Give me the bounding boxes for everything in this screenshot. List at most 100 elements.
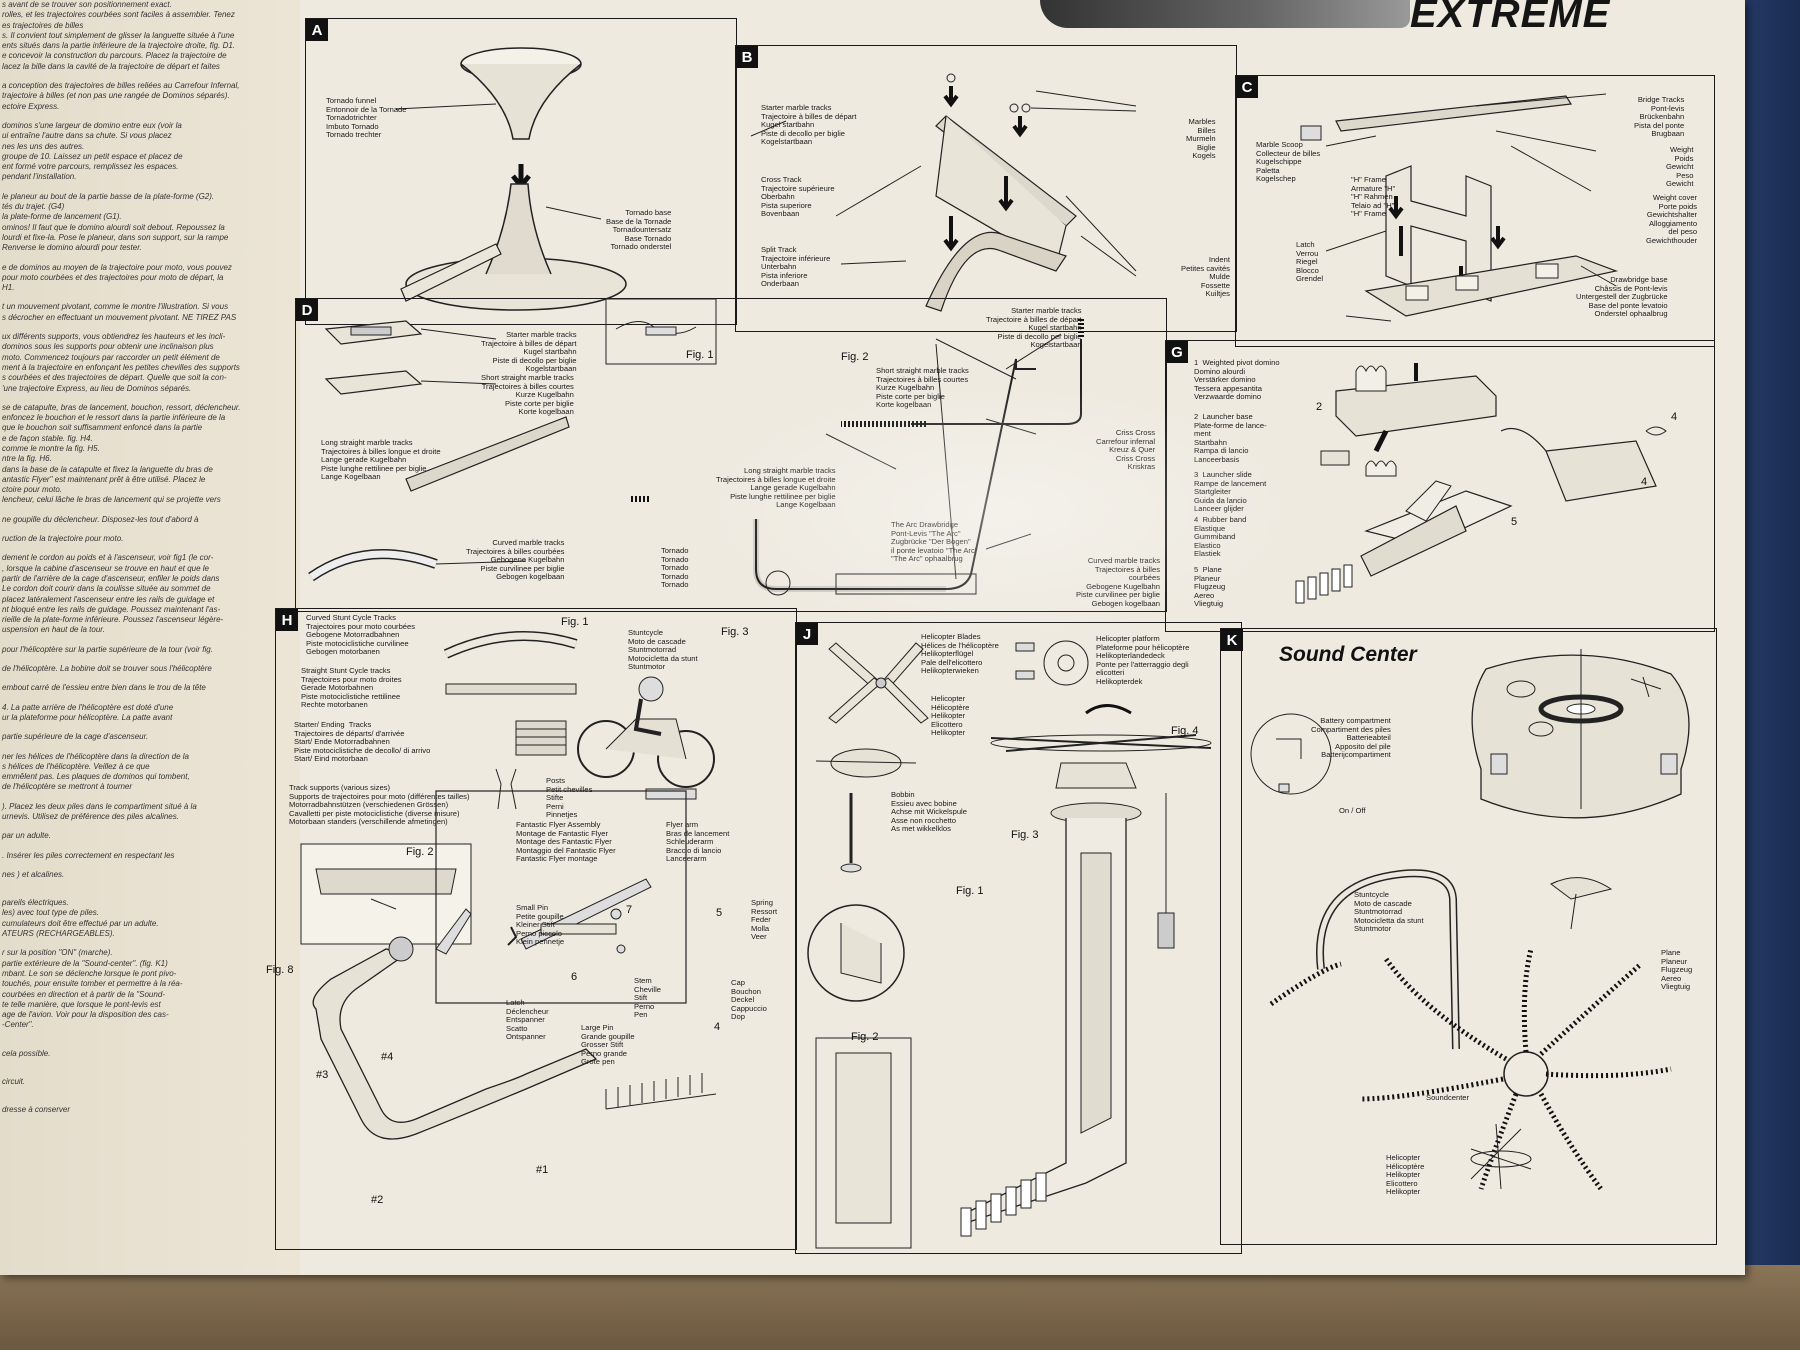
label-posts: Posts Petit chevilles Stifte Perni Pinne… bbox=[546, 776, 593, 820]
left-text-line: ent formé votre parcours, remplissez les… bbox=[2, 162, 179, 172]
left-text-line bbox=[2, 793, 294, 802]
label-tornado: Tornado Tornado Tornado Tornado Tornado bbox=[661, 546, 689, 590]
label-short-tracks-2: Short straight marble tracks Trajectoire… bbox=[876, 366, 969, 410]
label-criss-cross: Criss Cross Carrefour infernal Kreuz & Q… bbox=[1096, 428, 1156, 472]
callout-number: 5 bbox=[1511, 516, 1518, 528]
left-text-line: s. Il convient tout simplement de glisse… bbox=[2, 30, 235, 40]
left-text-line bbox=[2, 1031, 294, 1040]
drawbridge-drawing bbox=[1300, 93, 1619, 322]
left-text-line: ux différents supports, vous obtiendrez … bbox=[2, 332, 226, 342]
stunt-cycle-drawing bbox=[300, 631, 717, 1140]
left-text-line: ctoire pour moto. bbox=[2, 485, 63, 495]
launcher-drawing bbox=[1295, 363, 1667, 604]
callout-number: #3 bbox=[316, 1069, 329, 1081]
left-text-line: cumulateurs doit être effectué par un ad… bbox=[2, 918, 159, 928]
left-text-line: ). Placez les deux piles dans le compart… bbox=[2, 801, 197, 811]
tornado-drawing bbox=[395, 47, 627, 311]
label-weighted-domino: 1 Weighted pivot domino Domino alourdi V… bbox=[1194, 358, 1280, 402]
left-text-line: rolles, et les trajectoires courbées son… bbox=[2, 10, 235, 20]
left-text-line: dominos sous les supports pour obtenir u… bbox=[2, 342, 214, 352]
fig-label: Fig. 1 bbox=[686, 349, 714, 361]
panel-letter: B bbox=[736, 46, 758, 68]
fig-label: Fig. 2 bbox=[841, 351, 869, 363]
fig-label: Fig. 3 bbox=[1011, 829, 1039, 841]
left-text-line: tés du trajet. (G4) bbox=[2, 202, 65, 212]
callout-number: 5 bbox=[716, 907, 723, 919]
label-straight-stunt-tracks: Straight Stunt Cycle tracks Trajectoires… bbox=[301, 666, 402, 710]
callout-number: 2 bbox=[1316, 401, 1323, 413]
label-long-tracks-2: Long straight marble tracks Trajectoires… bbox=[716, 466, 836, 510]
left-text-line bbox=[2, 880, 294, 889]
sound-center-drawing bbox=[1250, 649, 1690, 1191]
label-launcher-base: 2 Launcher base Plate-forme de lance- me… bbox=[1194, 412, 1267, 464]
left-text-line: de l'hélicoptère. La bobine doit se trou… bbox=[2, 664, 212, 674]
left-text-line: par un adulte. bbox=[2, 831, 51, 841]
panel-d: D Fi bbox=[295, 298, 1167, 612]
background-box-right bbox=[1740, 0, 1800, 1350]
fig-label: Fig. 2 bbox=[851, 1031, 879, 1043]
left-text-line: ents situés dans la partie inférieure de… bbox=[2, 41, 236, 51]
label-stuntcycle: Stuntcycle Moto de cascade Stuntmotorrad… bbox=[1354, 890, 1424, 934]
instruction-sheet: s avant de se trouver son positionnement… bbox=[0, 0, 1745, 1275]
label-starter-ending-tracks: Starter/ Ending Tracks Trajectoires de d… bbox=[294, 720, 431, 764]
left-text-line: ruction de la trajectoire pour moto. bbox=[2, 534, 124, 544]
left-text-line: lourdi et fixe-la. Pose le planeur, dans… bbox=[2, 232, 229, 242]
label-helicopter-platform: Helicopter platform Plateforme pour héli… bbox=[1096, 634, 1190, 686]
left-text-line: s décrocher en effectuant un mouvement p… bbox=[2, 312, 237, 322]
label-marbles: Marbles Billes Murmeln Biglie Kogels bbox=[1186, 117, 1216, 161]
left-text-line: enfoncez le bouchon et le ressort dans l… bbox=[2, 413, 226, 423]
left-text-line: s courbées et des trajectoires de départ… bbox=[2, 373, 227, 383]
left-text-line: partie supérieure de la cage d'ascenseur… bbox=[2, 732, 149, 742]
label-short-tracks: Short straight marble tracks Trajectoire… bbox=[481, 373, 574, 417]
callout-number: #2 bbox=[371, 1194, 384, 1206]
left-text-line: Renverse le domino alourdi pour tester. bbox=[2, 243, 142, 253]
label-bobbin: Bobbin Essieu avec bobine Achse mit Wick… bbox=[891, 790, 967, 834]
label-arc-drawbridge: The Arc Drawbridge Pont-Levis "The Arc" … bbox=[891, 520, 978, 564]
label-plane: Plane Planeur Flugzeug Aereo Vliegtuig bbox=[1661, 948, 1693, 992]
label-stem: Stem Cheville Stift Perno Pen bbox=[634, 976, 662, 1020]
label-stuntcycle: Stuntcycle Moto de cascade Stuntmotorrad… bbox=[628, 628, 698, 672]
callout-number: #1 bbox=[536, 1164, 549, 1176]
left-text-line: ectoire Express. bbox=[2, 101, 60, 111]
left-text-line: e de façon stable. fig. H4. bbox=[2, 433, 93, 443]
left-text-line: nes ) et alcalines. bbox=[2, 869, 65, 879]
label-curved-tracks: Curved marble tracks Trajectoires à bill… bbox=[466, 538, 565, 582]
left-text-line: cela possible. bbox=[2, 1048, 51, 1058]
callout-number: 6 bbox=[571, 971, 578, 983]
left-text-line: placez latéralement l'ascenseur entre le… bbox=[2, 594, 215, 604]
callout-number: #4 bbox=[381, 1051, 394, 1063]
panel-letter: G bbox=[1166, 341, 1188, 363]
left-text-line: nes les uns des autres. bbox=[2, 141, 85, 151]
left-text-column: s avant de se trouver son positionnement… bbox=[0, 0, 300, 1275]
label-cap: Cap Bouchon Deckel Cappuccio Dop bbox=[731, 978, 767, 1022]
label-weight-cover: Weight cover Porte poids Gewichtshalter … bbox=[1646, 193, 1698, 245]
left-text-line: pour moto courbées et des trajectoires p… bbox=[2, 272, 224, 282]
callout-number: 4 bbox=[1641, 476, 1648, 488]
left-text-line bbox=[2, 394, 294, 403]
fig-label: Fig. 1 bbox=[561, 616, 589, 628]
fig-label: Fig. 2 bbox=[406, 846, 434, 858]
panel-letter: A bbox=[306, 19, 328, 41]
panel-c: C Bridge Tracks Pont-levis Brückenbahn P… bbox=[1235, 75, 1715, 347]
label-tornado-funnel: Tornado funnel Entonnoir de la Tornade T… bbox=[326, 96, 407, 140]
label-battery-compartment: Battery compartment Compartiment des pil… bbox=[1311, 716, 1391, 760]
left-text-line bbox=[2, 323, 294, 332]
fig-label: Fig. 4 bbox=[1171, 725, 1199, 737]
left-text-line bbox=[2, 293, 294, 302]
left-text-line: se de catapulte, bras de lancement, bouc… bbox=[2, 402, 241, 412]
left-text-line: s avant de se trouver son positionnement… bbox=[2, 0, 172, 9]
left-text-line bbox=[2, 506, 294, 515]
label-starter-tracks: Starter marble tracks Trajectoire à bill… bbox=[761, 103, 857, 147]
left-text-line: ominos! Il faut que le domino alourdi so… bbox=[2, 222, 225, 232]
background-cardboard bbox=[0, 1265, 1800, 1350]
label-drawbridge-base: Drawbridge base Châssis de Pont-levis Un… bbox=[1576, 275, 1668, 319]
left-text-line: lacez la bille dans la cavité de la traj… bbox=[2, 61, 220, 71]
left-text-line: circuit. bbox=[2, 1077, 26, 1087]
label-helicopter: Helicopter Hélicoptère Helikopter Elicot… bbox=[931, 694, 970, 738]
label-plane: 5 Plane Planeur Flugzeug Aereo Vliegtuig bbox=[1194, 565, 1226, 609]
left-text-line: -Center". bbox=[2, 1020, 34, 1030]
label-soundcenter: Soundcenter bbox=[1426, 1093, 1470, 1102]
label-helicopter-blades: Helicopter Blades Hélices de l'hélicoptè… bbox=[921, 632, 999, 676]
left-text-line: pour l'hélicoptère sur la partie supérie… bbox=[2, 644, 213, 654]
label-spring: Spring Ressort Feder Molla Veer bbox=[751, 898, 778, 942]
